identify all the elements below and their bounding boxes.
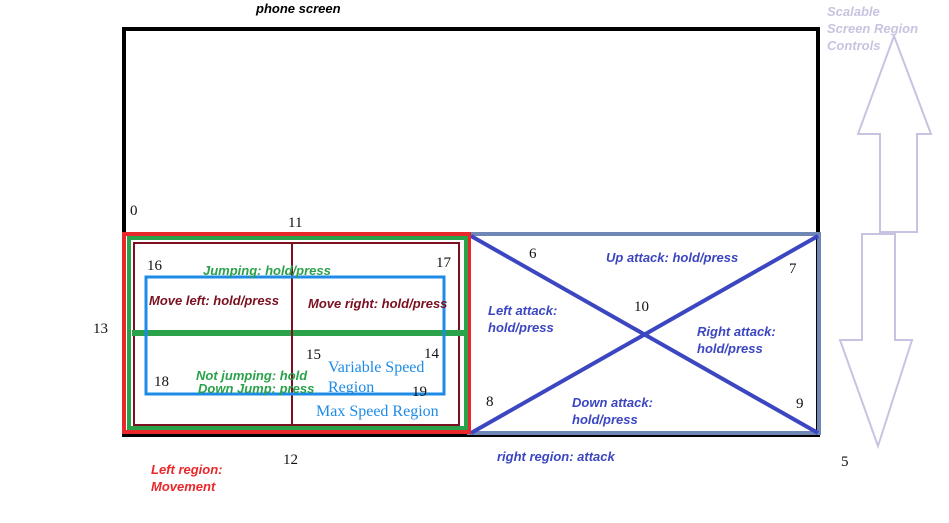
left-attack-label-line2: hold/press — [488, 320, 554, 335]
scalable-arrow-up-icon — [856, 33, 933, 233]
move-left-label: Move left: hold/press — [149, 293, 279, 308]
attack-diagonal-up — [470, 234, 819, 435]
left-region-box — [122, 232, 471, 434]
number-10: 10 — [634, 299, 649, 315]
down-jump-label: Down Jump: press — [198, 381, 314, 396]
number-18: 18 — [154, 374, 169, 390]
number-13: 13 — [93, 321, 108, 337]
right-attack-label-line1: Right attack: — [697, 324, 776, 339]
scalable-arrow-down-icon — [838, 233, 914, 450]
number-9: 9 — [796, 396, 804, 412]
left-attack-label-line1: Left attack: — [488, 303, 557, 318]
down-attack-label-line1: Down attack: — [572, 395, 653, 410]
up-attack-label: Up attack: hold/press — [606, 250, 738, 265]
number-0: 0 — [130, 203, 138, 219]
left-region-label-line1: Left region: — [151, 462, 223, 477]
scalable-label-line1: Scalable — [827, 4, 880, 19]
number-5: 5 — [841, 454, 849, 470]
not-jumping-label: Not jumping: hold — [196, 368, 308, 383]
number-14: 14 — [424, 346, 440, 362]
number-19: 19 — [412, 384, 427, 400]
scalable-label-line2: Screen Region — [827, 21, 918, 36]
left-region-label-line2: Movement — [151, 479, 216, 494]
variable-speed-label-line1: Variable Speed — [328, 359, 424, 376]
right-attack-label-line2: hold/press — [697, 341, 763, 356]
speed-region-box — [144, 275, 446, 396]
variable-speed-label-line2: Region — [328, 379, 374, 396]
scalable-label-line3: Controls — [827, 38, 880, 53]
jumping-label: Jumping: hold/press — [203, 263, 331, 278]
down-attack-label-line2: hold/press — [572, 412, 638, 427]
number-15: 15 — [306, 347, 321, 363]
number-17: 17 — [436, 255, 452, 271]
number-16: 16 — [147, 258, 163, 274]
number-8: 8 — [486, 394, 494, 410]
number-12: 12 — [283, 452, 298, 468]
right-region-label: right region: attack — [497, 449, 616, 464]
number-6: 6 — [529, 246, 537, 262]
move-right-label: Move right: hold/press — [308, 296, 447, 311]
phone-screen-title: phone screen — [255, 1, 341, 16]
number-7: 7 — [789, 261, 797, 277]
max-speed-label: Max Speed Region — [316, 403, 439, 420]
number-11: 11 — [288, 215, 302, 231]
